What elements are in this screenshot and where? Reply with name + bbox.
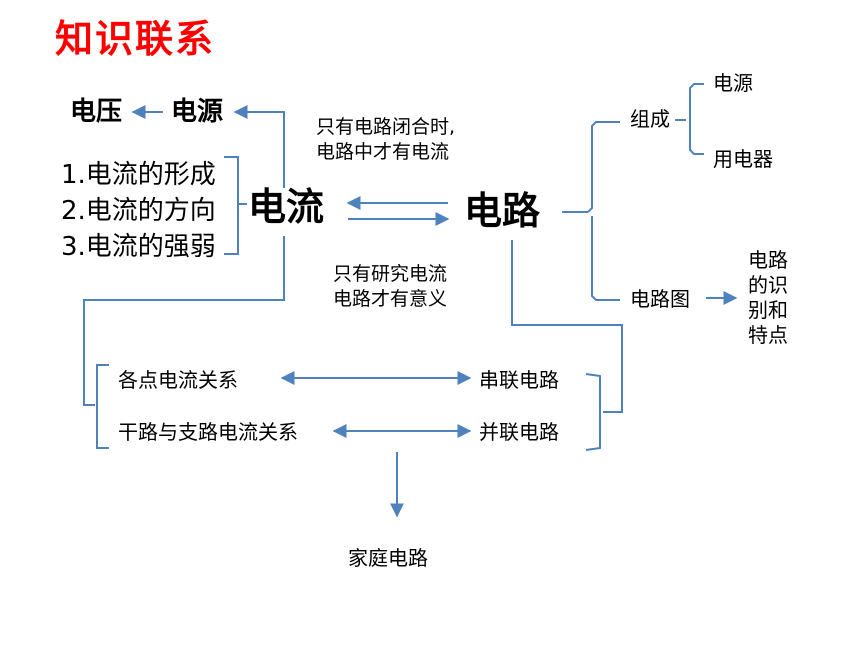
- node-series-circuit: 串联电路: [479, 368, 559, 392]
- node-current: 电流: [248, 185, 325, 229]
- note-closed-circuit: 只有电路闭合时, 电路中才有电流: [316, 115, 455, 165]
- node-voltage: 电压: [70, 97, 123, 127]
- node-parallel-relation: 干路与支路电流关系: [118, 420, 298, 444]
- page-title: 知识联系: [55, 17, 216, 61]
- node-circuit: 电路: [464, 189, 541, 233]
- node-power-source: 电源: [171, 97, 224, 127]
- topics-bracket: [224, 156, 247, 255]
- note-line: 只有电路闭合时,: [316, 116, 456, 138]
- node-home-circuit: 家庭电路: [348, 546, 428, 570]
- arrow-current-to-source: [233, 105, 285, 188]
- note-line: 电路才有意义: [333, 288, 448, 310]
- node-comp-appliance: 用电器: [713, 147, 773, 171]
- composition-brace: [675, 83, 704, 155]
- note-line: 电路中才有电流: [316, 141, 450, 163]
- circuit-types-bracket: [585, 373, 601, 451]
- current-to-relations-line: [83, 236, 285, 406]
- node-composition: 组成: [630, 107, 670, 131]
- node-comp-source: 电源: [713, 71, 753, 95]
- note-line: 只有研究电流: [333, 263, 448, 285]
- relations-bracket: [96, 364, 109, 449]
- current-topic-item: 1.电流的形成: [61, 160, 216, 190]
- note-meaning: 只有研究电流 电路才有意义: [333, 262, 447, 312]
- node-series-relation: 各点电流关系: [118, 368, 238, 392]
- current-topic-item: 3.电流的强弱: [61, 232, 216, 262]
- node-parallel-circuit: 并联电路: [479, 420, 559, 444]
- node-circuit-diagram: 电路图: [630, 287, 690, 311]
- circuit-brace: [562, 121, 620, 301]
- node-identify: 电路的识别和特点: [748, 248, 788, 347]
- circuit-to-types-line: [511, 240, 623, 413]
- current-topics: 1.电流的形成 2.电流的方向 3.电流的强弱: [61, 157, 216, 265]
- current-topic-item: 2.电流的方向: [61, 196, 216, 226]
